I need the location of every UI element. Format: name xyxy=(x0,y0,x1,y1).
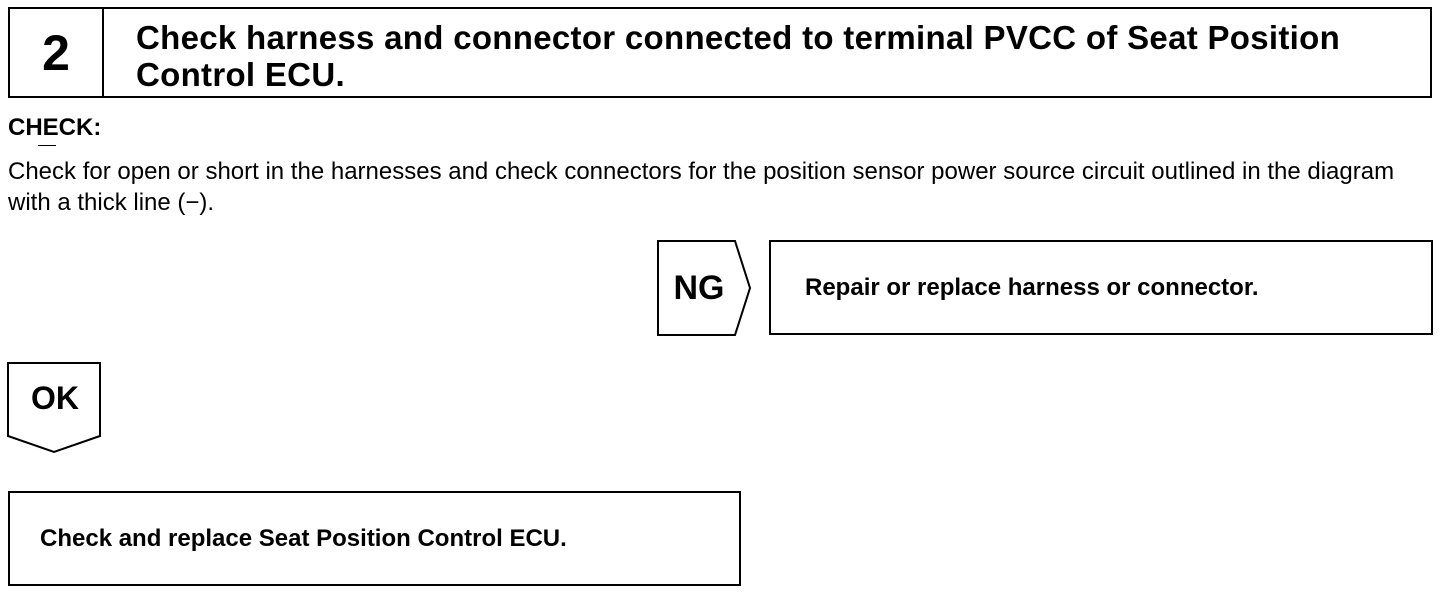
step-number: 2 xyxy=(10,9,104,96)
check-underline-mark xyxy=(38,145,56,146)
final-action-box: Check and replace Seat Position Control … xyxy=(8,491,741,586)
step-title: Check harness and connector connected to… xyxy=(136,19,1341,93)
repair-action-box: Repair or replace harness or connector. xyxy=(769,240,1433,335)
ng-label: NG xyxy=(673,268,725,307)
ok-label: OK xyxy=(31,380,79,416)
ng-arrow-icon xyxy=(657,240,752,336)
ok-result-tag: OK xyxy=(7,362,103,454)
final-action-text: Check and replace Seat Position Control … xyxy=(40,524,567,552)
repair-action-text: Repair or replace harness or connector. xyxy=(805,273,1259,301)
ok-arrow-down-icon xyxy=(7,362,101,454)
check-instructions: Check for open or short in the harnesses… xyxy=(8,158,1395,216)
ng-result-tag: NG xyxy=(657,240,752,336)
check-label: CHECK: xyxy=(8,114,102,141)
step-header-box: 2 Check harness and connector connected … xyxy=(8,7,1432,98)
